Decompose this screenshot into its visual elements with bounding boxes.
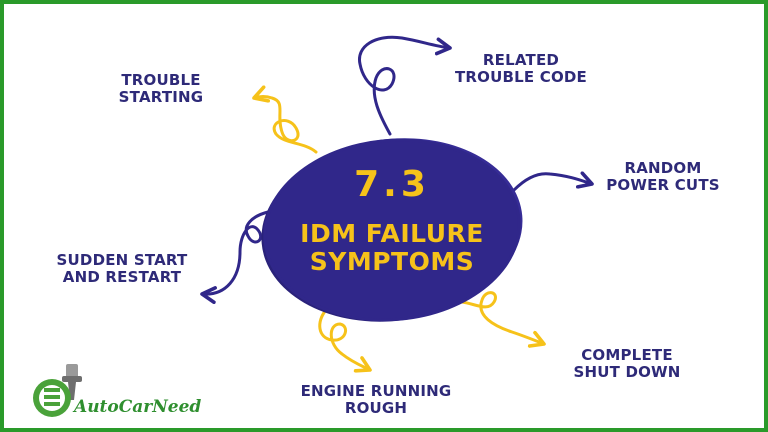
logo-text: AutoCarNeed bbox=[74, 397, 202, 417]
label-sudden-start-restart: SUDDEN START AND RESTART bbox=[56, 251, 188, 286]
arrow-related-trouble-code bbox=[358, 35, 452, 136]
arrow-random-power-cuts bbox=[512, 171, 594, 192]
hub-title: IDM FAILURE SYMPTOMS bbox=[300, 219, 484, 276]
arrow-trouble-starting bbox=[252, 85, 318, 154]
label-random-power-cuts: RANDOM POWER CUTS bbox=[606, 159, 720, 194]
label-engine-running-rough: ENGINE RUNNING ROUGH bbox=[300, 382, 452, 417]
label-complete-shut-down: COMPLETE SHUT DOWN bbox=[573, 346, 681, 381]
arrow-layer bbox=[200, 35, 594, 373]
label-trouble-starting: TROUBLE STARTING bbox=[118, 71, 204, 106]
car-logo-icon bbox=[33, 364, 82, 417]
arrow-engine-running-rough bbox=[318, 308, 372, 373]
label-related-trouble-code: RELATED TROUBLE CODE bbox=[454, 51, 588, 86]
arrow-sudden-start-restart bbox=[200, 210, 270, 305]
hub-number: 7.3 bbox=[354, 164, 430, 205]
arrow-complete-shut-down bbox=[460, 291, 546, 348]
